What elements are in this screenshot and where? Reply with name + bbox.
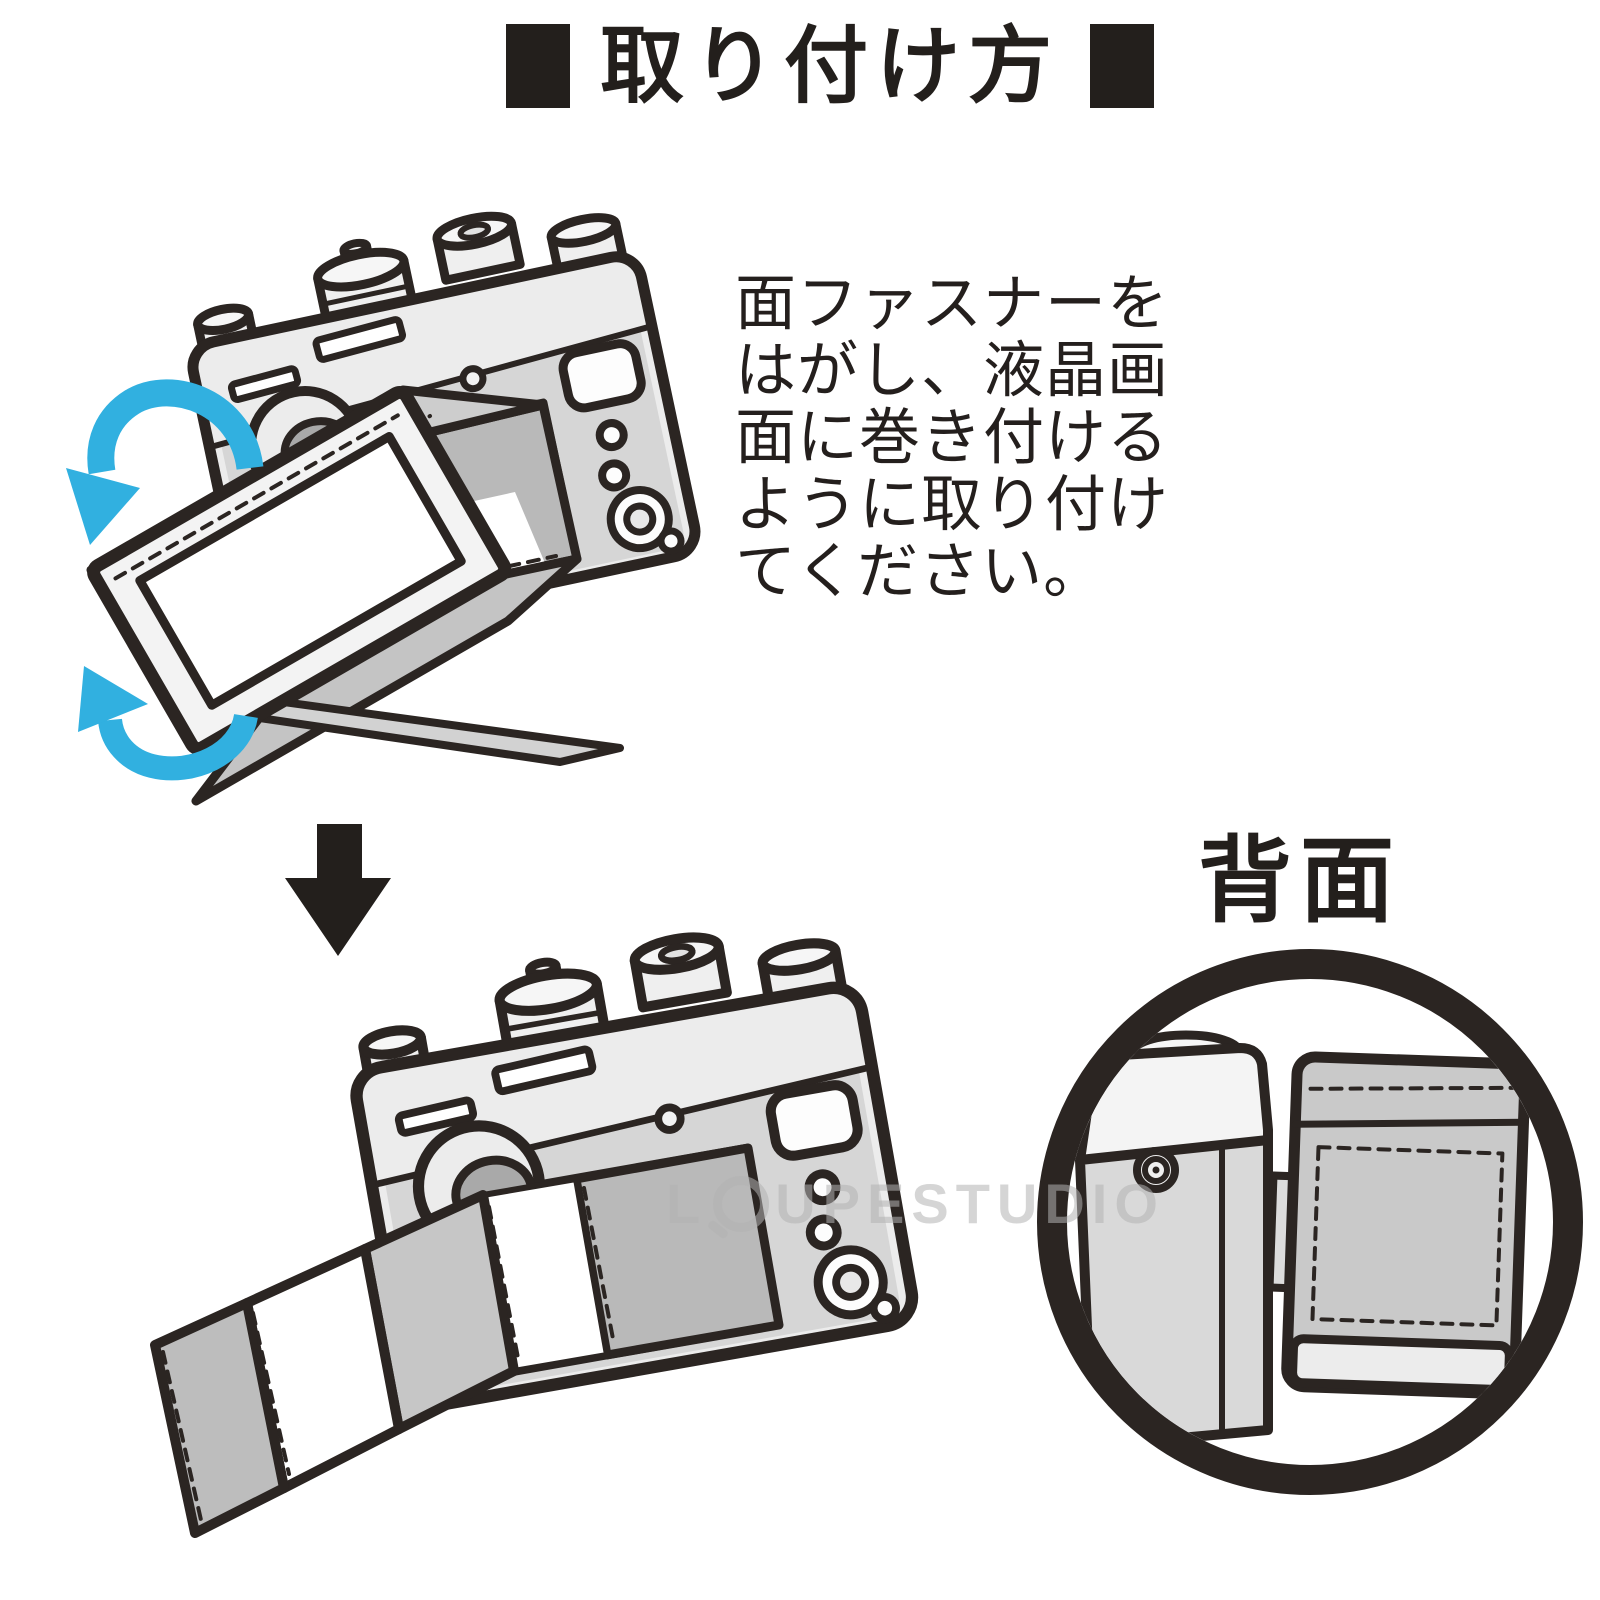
back-view-label: 背面 — [1198, 828, 1403, 933]
down-arrow-icon — [285, 824, 391, 956]
instruction-line: 面に巻き付ける — [735, 403, 1170, 471]
instruction-line: はがし、液晶画 — [735, 336, 1170, 404]
watermark-text-right: UPESTUDIO — [775, 1171, 1165, 1235]
back-detail-view — [1037, 949, 1583, 1495]
rotate-arrow-bottom-icon — [78, 666, 258, 781]
watermark-text-left: L — [666, 1171, 708, 1235]
back-detail-hood — [1265, 1051, 1531, 1399]
page-title: 取り付け方 — [30, 16, 1600, 116]
watermark: L UPESTUDIO — [666, 1171, 1165, 1235]
magnifier-icon — [713, 1176, 770, 1232]
page-title-text: 取り付け方 — [599, 19, 1060, 113]
title-square-left-icon — [505, 24, 570, 108]
instruction-line: てください。 — [735, 537, 1106, 605]
title-square-right-icon — [1090, 24, 1154, 108]
rotate-arrow-top-icon — [66, 379, 264, 545]
instruction-line: 面ファスナーを — [735, 269, 1170, 337]
screen-panel — [87, 385, 512, 755]
instruction-line: ように取り付け — [735, 470, 1170, 538]
back-detail-camera — [1075, 1030, 1273, 1451]
lcd-hood-open — [86, 385, 624, 806]
step1-instruction: 面ファスナーを はがし、液晶画 面に巻き付ける ように取り付け てください。 — [735, 270, 1195, 605]
step1-camera-illustration — [66, 186, 700, 806]
